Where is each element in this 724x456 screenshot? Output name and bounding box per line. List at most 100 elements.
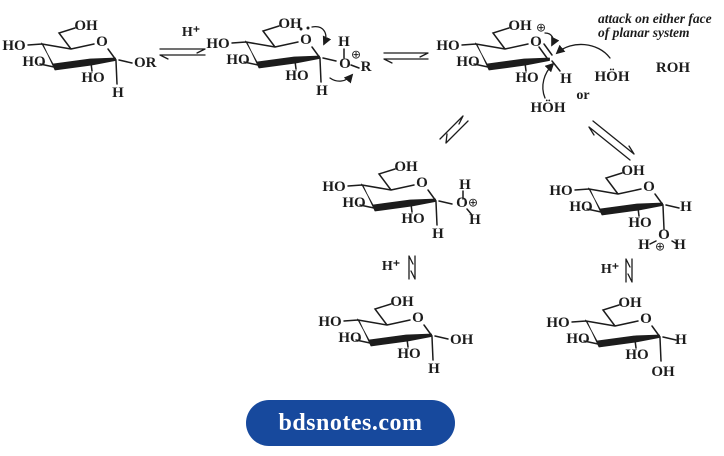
anomeric-or-bond xyxy=(118,59,133,64)
h-plus-label: H⁺ xyxy=(182,25,200,40)
label-ring-o: O xyxy=(96,34,108,50)
label-oh-top: OH xyxy=(508,18,532,34)
label-anomeric-oh: OH xyxy=(651,364,675,380)
label-oh-top: OH xyxy=(278,16,302,32)
water-attack-group: HÖH or HÖH ROH xyxy=(530,43,691,116)
label-anomeric-h: H xyxy=(560,71,572,87)
label-ho-c2: HO xyxy=(397,346,420,362)
curved-arrow-water-top-face xyxy=(555,43,611,59)
structure-glycoside: OH O HO HO HO H OR xyxy=(2,18,156,101)
label-ho-c3: HO xyxy=(226,52,249,68)
circled-plus-icon: ⊕ xyxy=(536,21,546,35)
equilibrium-arrow-2 xyxy=(383,52,429,64)
equilibrium-harpoons xyxy=(159,48,206,60)
equilibrium-arrow-4: H⁺ xyxy=(601,258,633,283)
c1-o-double-bond xyxy=(538,43,553,59)
label-ring-o: O xyxy=(416,175,428,191)
anomeric-o-bond xyxy=(438,200,453,205)
circled-plus-icon: ⊕ xyxy=(351,48,361,62)
label-oh-top: OH xyxy=(74,18,98,34)
label-ho-c4: HO xyxy=(549,183,572,199)
label-ring-o: O xyxy=(300,32,312,48)
label-water-o: O xyxy=(658,227,670,243)
anomeric-oh-bond xyxy=(659,337,662,362)
label-anomeric-h: H xyxy=(675,332,687,348)
label-ho-c2: HO xyxy=(628,215,651,231)
label-water-right: HÖH xyxy=(594,68,629,85)
curved-arrow-water-bottom-face xyxy=(542,62,555,99)
anomeric-h-bond xyxy=(115,60,118,85)
h-plus-label: H⁺ xyxy=(601,262,619,277)
annotation-line-1: attack on either face xyxy=(598,11,712,26)
equilibrium-harpoons xyxy=(625,258,633,283)
label-ho-c2: HO xyxy=(515,70,538,86)
circled-plus-icon: ⊕ xyxy=(655,240,665,254)
label-or: or xyxy=(576,88,589,103)
watermark-badge: bdsnotes.com xyxy=(246,400,455,446)
structure-protonated-glycoside: OH O HO HO HO H O H ⊕ R xyxy=(206,16,371,99)
structure-protonated-beta-adduct: OH O HO HO HO H O H ⊕ H xyxy=(322,159,481,242)
label-ho-c2: HO xyxy=(81,70,104,86)
watermark-text: bdsnotes.com xyxy=(278,409,423,436)
label-ho-c3: HO xyxy=(456,54,479,70)
label-ho-c3: HO xyxy=(338,330,361,346)
equilibrium-arrow-3: H⁺ xyxy=(382,255,416,280)
label-ho-c4: HO xyxy=(2,38,25,54)
o-h-bonds xyxy=(649,240,678,245)
label-oh-top: OH xyxy=(621,163,645,179)
lone-pair-dot xyxy=(299,27,303,31)
label-anomeric-h: H xyxy=(316,83,328,99)
label-ho-c2: HO xyxy=(285,68,308,84)
equilibrium-arrow-1: H⁺ xyxy=(159,25,206,60)
anomeric-o-bond xyxy=(662,205,665,230)
structure-beta-glucose: OH O HO HO HO OH H xyxy=(318,294,473,377)
anomeric-o-bond xyxy=(322,57,337,62)
label-leaving-o: O xyxy=(339,56,351,72)
o-h-bond xyxy=(466,208,473,216)
label-or-group: OR xyxy=(134,55,157,71)
label-ring-o: O xyxy=(530,34,542,50)
label-ho-c2: HO xyxy=(401,211,424,227)
anomeric-h-bond xyxy=(435,201,438,226)
label-ho-c2: HO xyxy=(625,347,648,363)
label-ho-c4: HO xyxy=(546,315,569,331)
label-anomeric-h: H xyxy=(680,199,692,215)
label-water-o: O xyxy=(456,195,468,211)
label-ho-c3: HO xyxy=(22,54,45,70)
label-ho-c4: HO xyxy=(322,179,345,195)
equilibrium-harpoons xyxy=(408,255,416,280)
label-anomeric-h: H xyxy=(428,361,440,377)
anomeric-h-bond xyxy=(551,60,561,72)
label-oh-top: OH xyxy=(390,294,414,310)
label-water-bottom: HÖH xyxy=(530,99,565,116)
lone-pair-dot xyxy=(306,26,310,30)
anomeric-h-bond xyxy=(662,336,677,341)
circled-plus-icon: ⊕ xyxy=(468,196,478,210)
label-ring-o: O xyxy=(640,311,652,327)
label-water-h-bottom: H xyxy=(469,212,481,228)
label-roh: ROH xyxy=(656,60,691,76)
curved-arrow-ring-o xyxy=(544,32,560,47)
label-ho-c4: HO xyxy=(206,36,229,52)
label-ho-c3: HO xyxy=(569,199,592,215)
label-anomeric-oh: OH xyxy=(450,332,474,348)
label-r-group: R xyxy=(361,59,372,75)
label-water-h-left: H xyxy=(638,237,650,253)
anomeric-h-bond xyxy=(431,336,434,361)
annotation-line-2: of planar system xyxy=(598,25,690,40)
anomeric-h-bond xyxy=(319,58,322,83)
o-r-bond xyxy=(350,64,360,69)
label-ho-c3: HO xyxy=(342,195,365,211)
anomeric-h-bond xyxy=(665,204,680,209)
label-anomeric-h: H xyxy=(432,226,444,242)
equilibrium-arrow-diagonal-right xyxy=(588,120,635,161)
curved-arrow-lone-pair xyxy=(311,26,332,46)
equilibrium-arrow-diagonal-left xyxy=(439,115,469,144)
structure-protonated-alpha-adduct: OH O HO HO HO H O H H ⊕ xyxy=(549,163,692,254)
label-ho-c3: HO xyxy=(566,331,589,347)
label-oh-top: OH xyxy=(394,159,418,175)
label-oh-top: OH xyxy=(618,295,642,311)
anomeric-oh-bond xyxy=(434,335,449,340)
structure-oxocarbenium: OH ⊕ O HO HO HO H xyxy=(436,18,572,87)
label-water-h-top: H xyxy=(459,177,471,193)
